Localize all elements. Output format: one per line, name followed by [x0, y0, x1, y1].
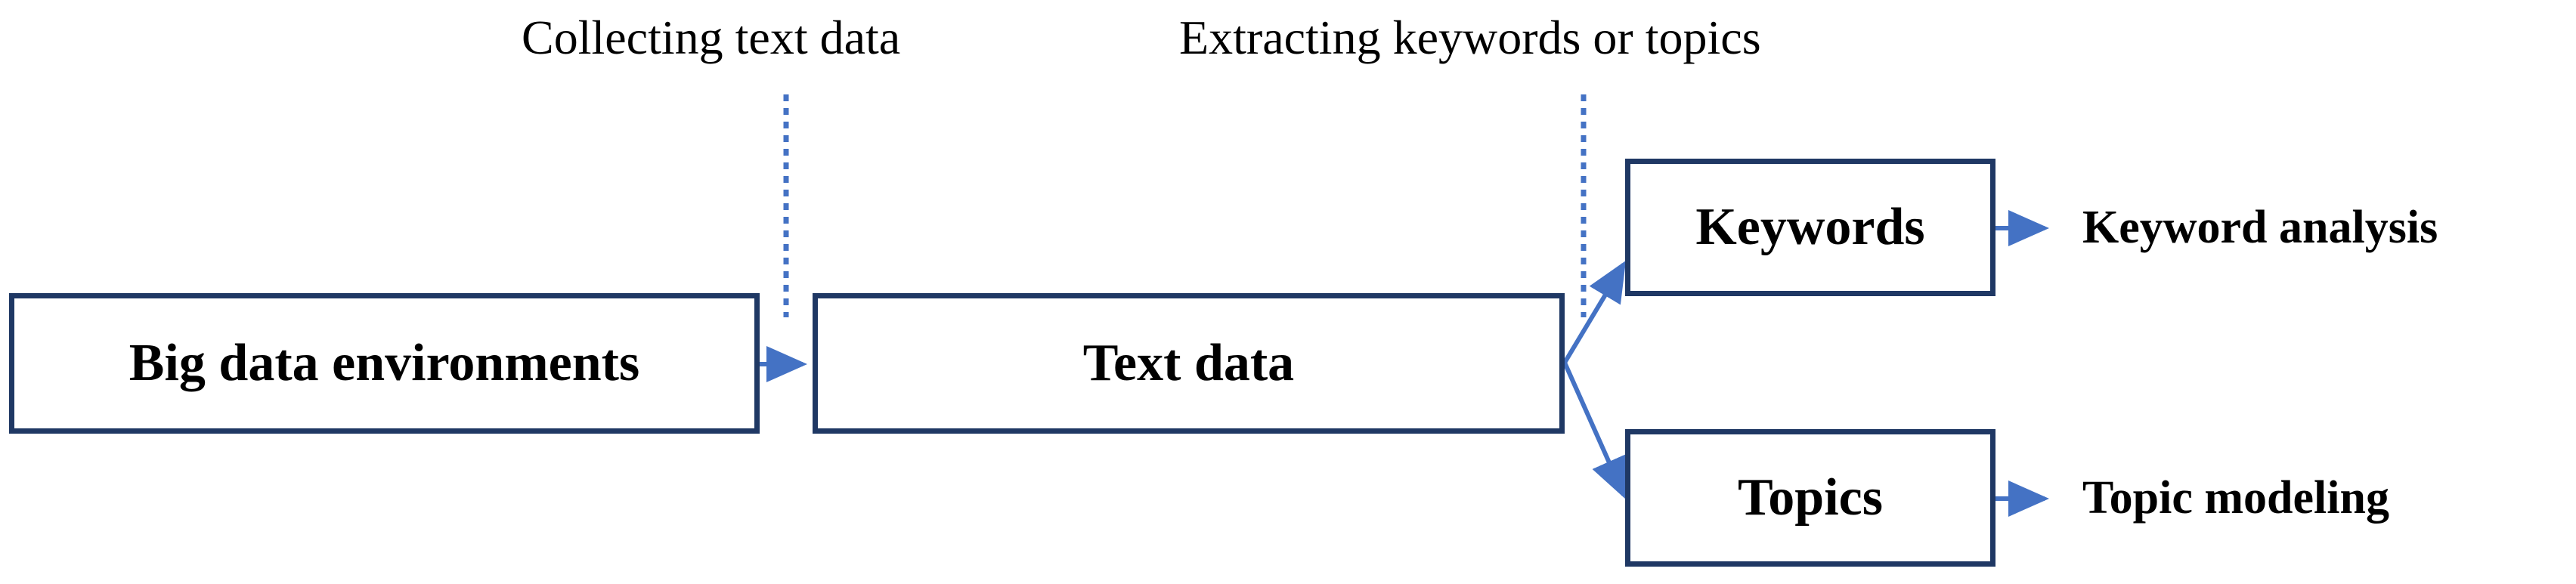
outcome-topic-modeling: Topic modeling [2082, 472, 2389, 524]
box-big-data-environments: Big data environments [9, 293, 760, 434]
arrow-text-data-to-topics [1562, 361, 1626, 499]
box-topics-label: Topics [1738, 468, 1883, 527]
box-keywords: Keywords [1625, 159, 1995, 296]
step-label-extracting: Extracting keywords or topics [1179, 11, 1761, 64]
box-text-data-label: Text data [1082, 334, 1295, 392]
arrow-text-data-to-keywords [1562, 260, 1627, 364]
box-big-data-environments-label: Big data environments [128, 334, 640, 392]
step-label-collecting: Collecting text data [522, 11, 901, 64]
box-text-data: Text data [813, 293, 1565, 434]
outcome-keyword-analysis: Keyword analysis [2082, 202, 2438, 253]
box-topics: Topics [1625, 429, 1995, 567]
box-keywords-label: Keywords [1695, 198, 1925, 256]
